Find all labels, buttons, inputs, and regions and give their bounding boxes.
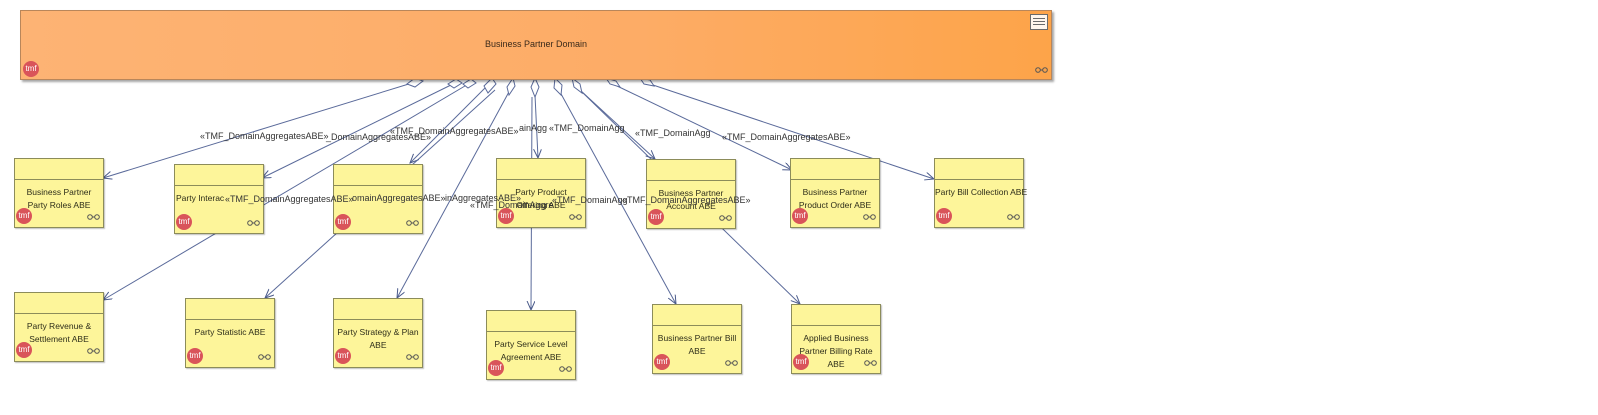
edge-label: «TMF_DomainAgg: [552, 195, 628, 205]
aggregation-diamond: [506, 76, 516, 97]
edge-label: «TMF_DomainAggregatesABE»: [390, 126, 519, 136]
abe-party-bill-collection[interactable]: Party Bill Collection ABE tmf: [934, 158, 1028, 228]
tmf-badge-icon: tmf: [335, 214, 351, 230]
tmf-badge-icon: tmf: [23, 61, 39, 77]
link-icon: [1007, 214, 1020, 220]
link-icon: [247, 220, 260, 226]
abe-label: Party Strategy & Plan ABE: [337, 327, 419, 350]
edge-label: «TMF_DomainAggregatesABE»: [225, 194, 354, 204]
link-icon: [406, 220, 419, 226]
abe-party-product-offering[interactable]: Party Product Offering ABE tmf: [496, 158, 586, 228]
tmf-badge-icon: tmf: [176, 214, 192, 230]
edge-label: inAggregatesABE»: [445, 193, 522, 203]
abe-business-partner-party-roles[interactable]: Business Partner Party Roles ABE tmf: [14, 158, 104, 228]
aggregation-diamond: [462, 78, 477, 89]
abe-obscured[interactable]: tmf: [333, 164, 423, 234]
link-icon: [569, 214, 582, 220]
tmf-badge-icon: tmf: [648, 209, 664, 225]
edge-label: «TMF_DomainAgg: [549, 123, 625, 133]
tmf-badge-icon: tmf: [16, 208, 32, 224]
edge-product-order[interactable]: [614, 84, 792, 170]
link-icon: [1035, 67, 1048, 73]
link-icon: [258, 354, 271, 360]
aggregation-diamond: [405, 77, 425, 88]
edge-label: omainAggregatesABE»: [352, 193, 446, 203]
abe-label: Party Revenue & Settlement ABE: [26, 321, 92, 344]
business-partner-domain[interactable]: Business Partner Domain tmf: [20, 10, 1052, 80]
link-icon: [559, 366, 572, 372]
tmf-badge-icon: tmf: [16, 342, 32, 358]
edge-label: _DomainAggregatesABE»: [326, 132, 432, 142]
aggregation-diamond: [530, 76, 540, 99]
edge-label: «TMF_DomainAggregatesABE»: [622, 195, 751, 205]
edge-label: «TMF_DomainAggre: [470, 200, 554, 210]
abe-label: Business Partner Account ABE: [658, 188, 724, 211]
link-icon: [87, 348, 100, 354]
edge-strategy[interactable]: [397, 89, 511, 298]
link-icon: [864, 360, 877, 366]
edge-bill-collection[interactable]: [649, 83, 934, 179]
edge-interaction[interactable]: [262, 82, 456, 178]
abe-business-partner-account[interactable]: Business Partner Account ABE tmf: [646, 159, 736, 229]
abe-party-statistic[interactable]: Party Statistic ABE tmf: [185, 298, 275, 368]
abe-business-partner-bill[interactable]: Business Partner Bill ABE tmf: [652, 304, 742, 374]
edge-bill[interactable]: [559, 91, 676, 304]
edge-revenue[interactable]: [103, 82, 471, 300]
abe-label: Party Statistic ABE: [194, 327, 266, 337]
aggregation-diamond: [571, 76, 583, 95]
tmf-badge-icon: tmf: [488, 360, 504, 376]
menu-icon[interactable]: [1030, 14, 1048, 30]
abe-label: Party Service Level Agreement ABE: [494, 339, 568, 362]
edge-product-offering[interactable]: [535, 94, 538, 158]
tmf-badge-icon: tmf: [936, 208, 952, 224]
abe-applied-business-partner-billing-rate[interactable]: Applied Business Partner Billing Rate AB…: [791, 304, 881, 374]
aggregation-diamond: [553, 76, 563, 97]
edge-label: «TMF_DomainAggregatesABE»: [722, 132, 851, 142]
edge-label: «TMF_DomainAgg: [635, 128, 711, 138]
edge-account[interactable]: [579, 89, 655, 159]
link-icon: [406, 354, 419, 360]
abe-party-interaction[interactable]: Party Interac tmf: [174, 164, 264, 234]
link-icon: [725, 360, 738, 366]
tmf-badge-icon: tmf: [793, 354, 809, 370]
abe-business-partner-product-order[interactable]: Business Partner Product Order ABE tmf: [790, 158, 880, 228]
edge-label: «TMF_DomainAggregatesABE»: [200, 131, 329, 141]
abe-label: Business Partner Product Order ABE: [798, 187, 872, 210]
tmf-badge-icon: tmf: [187, 348, 203, 364]
abe-label: Applied Business Partner Billing Rate AB…: [799, 333, 873, 369]
abe-party-service-level-agreement[interactable]: Party Service Level Agreement ABE tmf: [486, 310, 576, 380]
abe-label: Party Interac: [176, 193, 225, 203]
aggregation-diamond: [483, 77, 497, 94]
abe-label: Business Partner Party Roles ABE: [26, 187, 92, 210]
abe-label: Business Partner Bill ABE: [657, 333, 737, 356]
aggregation-diamond: [604, 77, 622, 88]
abe-label: Party Product Offering ABE: [515, 187, 567, 210]
edge-label: ainAgg: [519, 123, 548, 133]
abe-label: Party Bill Collection ABE: [935, 187, 1028, 197]
domain-title: Business Partner Domain: [484, 39, 588, 49]
abe-party-revenue-settlement[interactable]: Party Revenue & Settlement ABE tmf: [14, 292, 104, 362]
link-icon: [863, 214, 876, 220]
edge-roles[interactable]: [103, 82, 413, 178]
tmf-badge-icon: tmf: [792, 208, 808, 224]
link-icon: [87, 214, 100, 220]
tmf-badge-icon: tmf: [335, 348, 351, 364]
tmf-badge-icon: tmf: [654, 354, 670, 370]
edge-hidden[interactable]: [410, 84, 489, 163]
aggregation-diamond: [447, 78, 463, 89]
link-icon: [719, 215, 732, 221]
abe-party-strategy-plan[interactable]: Party Strategy & Plan ABE tmf: [333, 298, 423, 368]
tmf-badge-icon: tmf: [498, 208, 514, 224]
